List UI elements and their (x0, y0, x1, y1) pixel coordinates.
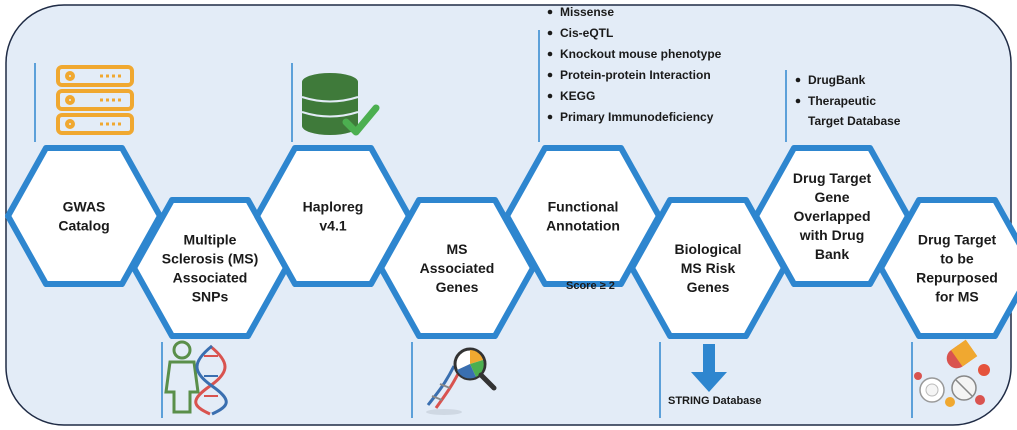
step-label-line: Sclerosis (MS) (162, 251, 258, 267)
bullet-dot (547, 114, 553, 120)
step-label-line: Gene (814, 189, 849, 205)
step-label-line: for MS (935, 289, 979, 305)
bullet-dot (547, 72, 553, 78)
step-label-line: Drug Target (793, 170, 872, 186)
database-check-icon (301, 73, 380, 136)
bullet-dot (547, 93, 553, 99)
step-label-line: GWAS (63, 199, 106, 215)
step-label-line: Associated (173, 270, 248, 286)
step-label-line: Drug Target (918, 232, 997, 248)
dna-icon (194, 344, 228, 416)
step-label-line: v4.1 (319, 218, 346, 234)
step-label-line: Haploreg (303, 199, 364, 215)
pills-icon (914, 339, 990, 407)
bullet-dot (547, 9, 553, 15)
annotation-criterion-item: Protein-protein Interaction (560, 68, 711, 82)
step-label-line: MS (447, 241, 468, 257)
step-label-line: Genes (436, 279, 479, 295)
drug-database-item: DrugBank (808, 73, 866, 87)
step-label-line: Overlapped (793, 208, 870, 224)
step-label-line: MS Risk (681, 260, 736, 276)
step-label-line: Associated (420, 260, 495, 276)
person-icon (164, 340, 200, 414)
string-database-label: STRING Database (668, 395, 762, 407)
dna-magnifier-icon (426, 347, 497, 415)
annotation-criterion-item: Cis-eQTL (560, 26, 613, 40)
step-label-line: with Drug (799, 227, 865, 243)
step-label-line: Bank (815, 246, 849, 262)
step-label-line: SNPs (192, 289, 229, 305)
step-hexagon-repurposed: Drug Target to be Repurposed for MS (878, 197, 1017, 339)
step-label-line: Multiple (184, 232, 237, 248)
step-label-line: Annotation (546, 218, 620, 234)
annotation-criterion-item: Primary Immunodeficiency (560, 110, 714, 124)
drug-database-item: Target Database (808, 114, 901, 128)
step-label-line: Functional (548, 199, 619, 215)
annotation-criterion-item: KEGG (560, 89, 595, 103)
step-label-line: Repurposed (916, 270, 998, 286)
annotation-criterion-item: Missense (560, 5, 614, 19)
bullet-dot (547, 30, 553, 36)
annotation-criterion-item: Knockout mouse phenotype (560, 47, 722, 61)
drug-database-item: Therapeutic (808, 94, 876, 108)
drug-database-list: DrugBank Therapeutic Target Database (795, 73, 901, 128)
step-label-line: to be (940, 251, 974, 267)
step-label-line: Biological (675, 241, 742, 257)
down-arrow-icon (691, 344, 727, 392)
score-label: Score ≥ 2 (566, 280, 615, 292)
database-server-icon (56, 65, 134, 135)
hexagon-shape (878, 197, 1017, 339)
bullet-dot (547, 51, 553, 57)
step-label-line: Catalog (58, 218, 109, 234)
step-label-line: Genes (687, 279, 730, 295)
connector-lines (34, 30, 913, 418)
